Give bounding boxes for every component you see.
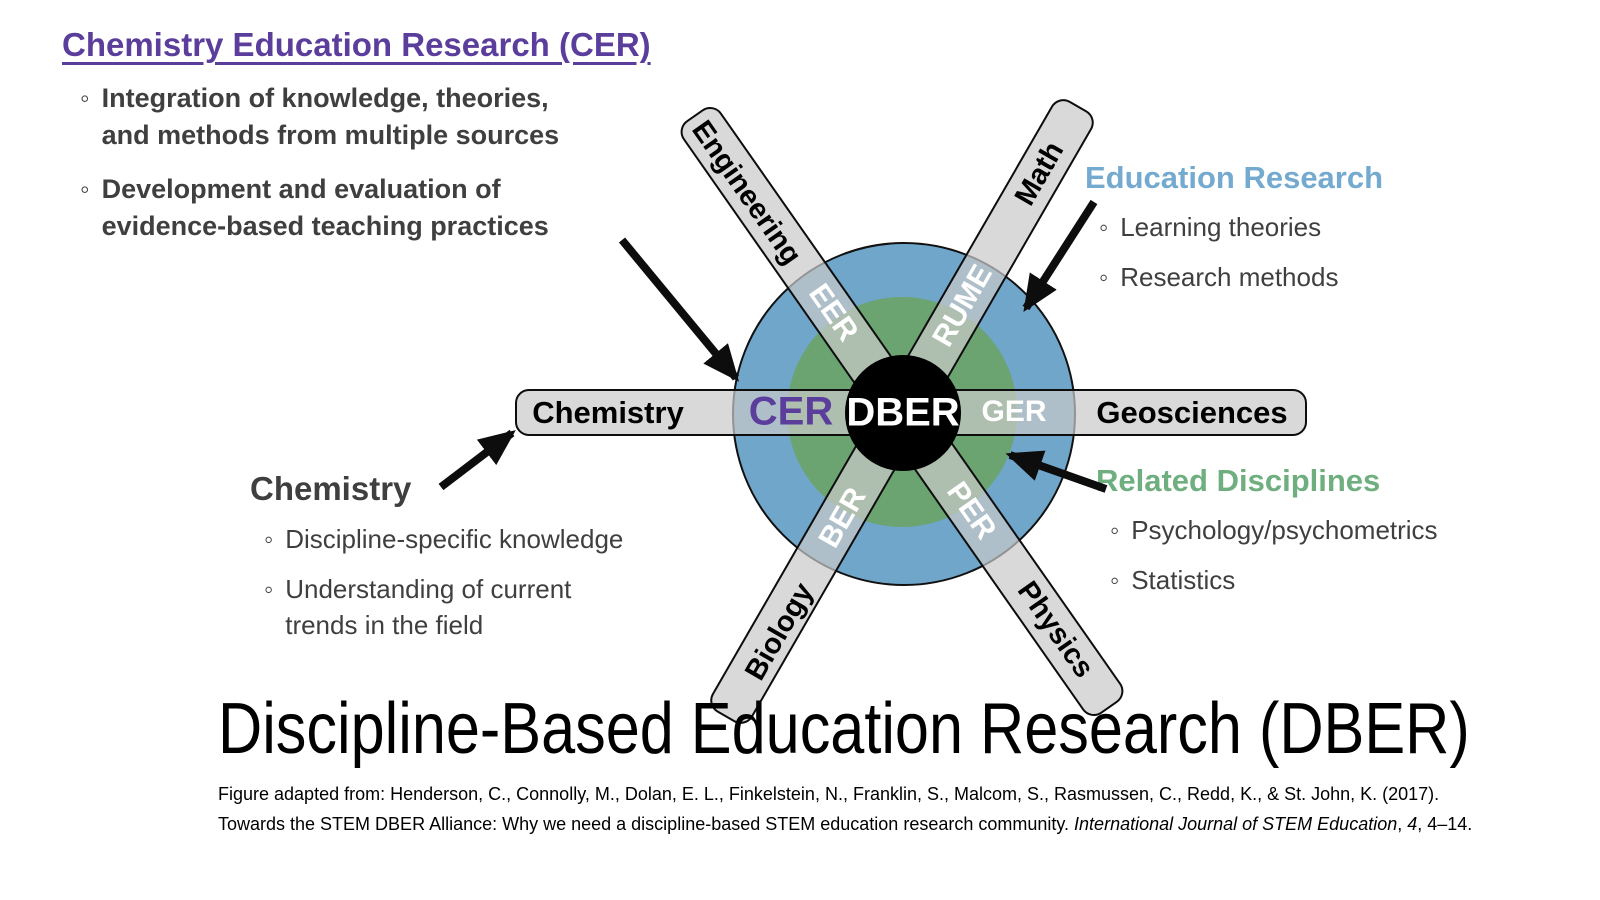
bullet-text: Psychology/psychometrics <box>1131 515 1438 545</box>
list-item: Integration of knowledge, theories, and … <box>62 80 651 155</box>
bullet-text: Research methods <box>1120 261 1339 292</box>
journal-volume: 4 <box>1407 813 1418 834</box>
dber-center-label: DBER <box>846 390 960 435</box>
list-item: Research methods <box>1085 260 1383 296</box>
ring-bullet-icon <box>1099 260 1108 296</box>
education-research-block: Education Research Learning theories Res… <box>1085 160 1383 310</box>
bullet-text: Discipline-specific knowledge <box>285 524 624 554</box>
chemistry-block: Chemistry Discipline-specific knowledge … <box>250 470 623 658</box>
bullet-text: Understanding of current trends in the f… <box>285 573 572 640</box>
education-research-title: Education Research <box>1085 160 1384 195</box>
related-disciplines-block: Related Disciplines Psychology/psychomet… <box>1096 463 1438 613</box>
ring-bullet-icon <box>80 80 90 117</box>
spoke-label-chemistry: Chemistry <box>532 395 684 430</box>
ring-bullet-icon <box>1110 513 1119 549</box>
bullet-text: Integration of knowledge, theories, and … <box>101 83 560 151</box>
bullet-text: Learning theories <box>1120 212 1322 242</box>
cer-definition-block: Chemistry Education Research (CER) Integ… <box>62 26 651 261</box>
bullet-text: Statistics <box>1131 564 1236 595</box>
ring-bullet-icon <box>264 572 273 608</box>
acronym-label-cer: CER <box>748 389 834 434</box>
list-item: Understanding of current trends in the f… <box>250 572 623 644</box>
ring-bullet-icon <box>1099 210 1108 246</box>
list-item: Statistics <box>1096 563 1438 599</box>
list-item: Psychology/psychometrics <box>1096 513 1438 549</box>
list-item: Development and evaluation of evidence-b… <box>62 171 651 246</box>
bullet-text: Development and evaluation of evidence-b… <box>101 173 549 241</box>
list-item: Learning theories <box>1085 210 1383 246</box>
spoke-label-geosciences: Geosciences <box>1096 395 1288 430</box>
figure-citation: Figure adapted from: Henderson, C., Conn… <box>218 780 1498 839</box>
dber-center-circle <box>845 355 961 471</box>
cer-block-title: Chemistry Education Research (CER) <box>62 26 651 63</box>
ring-bullet-icon <box>80 171 90 208</box>
citation-line-2: Towards the STEM DBER Alliance: Why we n… <box>218 813 1473 834</box>
citation-line-1: Figure adapted from: Henderson, C., Conn… <box>218 784 1440 804</box>
acronym-label-ger: GER <box>981 395 1047 428</box>
slide-title: Discipline-Based Education Research (DBE… <box>218 689 1470 769</box>
spoke-label-engineering: Engineering <box>685 114 808 271</box>
list-item: Discipline-specific knowledge <box>250 522 623 558</box>
ring-bullet-icon <box>1110 563 1119 599</box>
ring-bullet-icon <box>264 522 273 558</box>
related-disciplines-title: Related Disciplines <box>1096 463 1381 498</box>
chemistry-block-title: Chemistry <box>250 470 412 507</box>
journal-name: International Journal of STEM Education <box>1074 813 1398 834</box>
